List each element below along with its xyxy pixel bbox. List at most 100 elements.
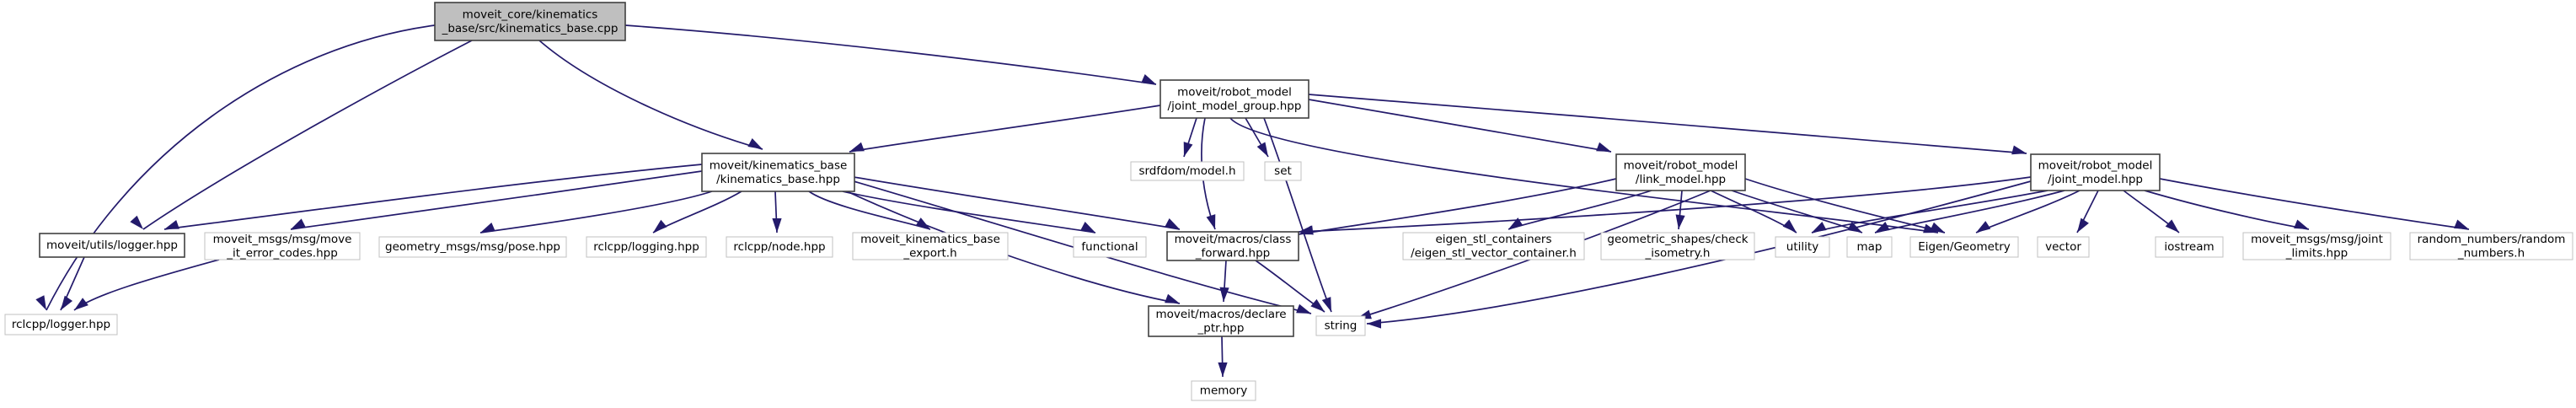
node-box[interactable] [1264, 161, 1302, 181]
node-box[interactable] [2409, 232, 2573, 260]
node-label: memory [1200, 384, 1247, 398]
node-box[interactable] [1148, 305, 1294, 337]
node-label: srdfdom/model.h [1138, 164, 1235, 178]
node-box[interactable] [2037, 236, 2090, 258]
node-label: _it_error_codes.hpp [226, 246, 338, 260]
node-box[interactable] [1191, 380, 1256, 401]
node-jointlimits[interactable]: moveit_msgs/msg/joint_limits.hpp [2242, 232, 2391, 260]
node-box[interactable] [378, 236, 567, 258]
arrow-head-icon [1206, 214, 1216, 229]
node-box[interactable] [2030, 153, 2161, 191]
arrow-head-icon [1321, 297, 1331, 312]
node-label: _ptr.hpp [1197, 321, 1245, 335]
node-box[interactable] [701, 153, 855, 192]
node-label: iostream [2164, 240, 2214, 254]
node-box[interactable] [1166, 231, 1299, 261]
node-mlogger[interactable]: moveit/utils/logger.hpp [39, 233, 185, 258]
node-box[interactable] [204, 232, 361, 260]
node-label: geometric_shapes/check [1607, 233, 1748, 246]
node-label: moveit/macros/class [1175, 233, 1292, 246]
node-label: moveit/robot_model [1177, 85, 1292, 99]
node-box[interactable] [1402, 232, 1585, 260]
node-box[interactable] [586, 236, 707, 258]
arrow-head-icon [61, 295, 73, 310]
node-box[interactable] [1615, 153, 1746, 191]
edge-jmg-to-eigengeom [1229, 117, 1939, 234]
node-rclcpplogger[interactable]: rclcpp/logger.hpp [4, 314, 118, 336]
node-box[interactable] [1600, 232, 1755, 260]
node-box[interactable] [1073, 236, 1147, 258]
node-kbase[interactable]: moveit/kinematics_base/kinematics_base.h… [701, 153, 855, 192]
node-label: rclcpp/logger.hpp [12, 318, 110, 331]
node-checkisometry[interactable]: geometric_shapes/check_isometry.h [1600, 232, 1755, 260]
arrow-head-icon [2294, 219, 2309, 229]
node-eigengeom[interactable]: Eigen/Geometry [1909, 236, 2019, 258]
node-label: /joint_model.hpp [2048, 173, 2143, 186]
node-label: moveit/kinematics_base [710, 158, 848, 172]
node-rclcppnode[interactable]: rclcpp/node.hpp [726, 236, 833, 258]
node-eigenstl[interactable]: eigen_stl_containers/eigen_stl_vector_co… [1402, 232, 1585, 260]
arrow-head-icon [1675, 214, 1685, 229]
node-string[interactable]: string [1315, 315, 1366, 336]
node-label: moveit_msgs/msg/move [213, 233, 352, 246]
edge-jointmodel-to-eigengeom [1975, 190, 2081, 234]
node-box[interactable] [2242, 232, 2391, 260]
edge-kbase-to-pose [479, 191, 713, 234]
node-vector[interactable]: vector [2037, 236, 2090, 258]
node-box[interactable] [1159, 79, 1309, 119]
node-box[interactable] [1846, 236, 1893, 258]
arrow-head-icon [291, 218, 306, 229]
arrow-head-icon [1310, 298, 1325, 312]
node-box[interactable] [852, 232, 1009, 260]
node-box[interactable] [434, 2, 626, 41]
node-classforward[interactable]: moveit/macros/class_forward.hpp [1166, 231, 1299, 261]
edges-layer [35, 24, 2470, 378]
node-utility[interactable]: utility [1775, 236, 1830, 258]
node-label: moveit_msgs/msg/joint [2251, 233, 2383, 246]
node-box[interactable] [1909, 236, 2019, 258]
edge-linkmodel-to-eigengeom [1744, 178, 1946, 234]
node-label: utility [1786, 240, 1818, 254]
arrow-head-icon [35, 295, 46, 310]
node-box[interactable] [726, 236, 833, 258]
node-label: /link_model.hpp [1636, 173, 1726, 186]
node-box[interactable] [39, 233, 185, 258]
node-kbexport[interactable]: moveit_kinematics_base_export.h [852, 232, 1009, 260]
node-declareptr[interactable]: moveit/macros/declare_ptr.hpp [1148, 305, 1294, 337]
arrow-head-icon [480, 223, 495, 233]
arrow-head-icon [772, 218, 782, 233]
arrow-head-icon [1080, 222, 1095, 233]
node-root[interactable]: moveit_core/kinematics_base/src/kinemati… [434, 2, 626, 41]
arrow-head-icon [1299, 225, 1314, 235]
node-label: _export.h [902, 246, 956, 260]
node-randomnumbers[interactable]: random_numbers/random_numbers.h [2409, 232, 2573, 260]
node-box[interactable] [4, 314, 118, 336]
node-box[interactable] [1130, 161, 1245, 181]
node-memory[interactable]: memory [1191, 380, 1256, 401]
node-label: geometry_msgs/msg/pose.hpp [385, 240, 560, 254]
node-srdfdom[interactable]: srdfdom/model.h [1130, 161, 1245, 181]
arrow-head-icon [2454, 219, 2469, 229]
edge-jointmodel-to-string [1366, 180, 2032, 325]
node-iostream[interactable]: iostream [2155, 236, 2224, 258]
node-box[interactable] [2155, 236, 2224, 258]
node-jmg[interactable]: moveit/robot_model/joint_model_group.hpp [1159, 79, 1309, 119]
node-jointmodel[interactable]: moveit/robot_model/joint_model.hpp [2030, 153, 2161, 191]
node-linkmodel[interactable]: moveit/robot_model/link_model.hpp [1615, 153, 1746, 191]
arrow-head-icon [1141, 74, 1156, 84]
node-functional[interactable]: functional [1073, 236, 1147, 258]
arrow-head-icon [74, 298, 88, 310]
node-map[interactable]: map [1846, 236, 1893, 258]
node-pose[interactable]: geometry_msgs/msg/pose.hpp [378, 236, 567, 258]
node-errorcodes[interactable]: moveit_msgs/msg/move_it_error_codes.hpp [204, 232, 361, 260]
arrow-head-icon [1367, 319, 1381, 329]
node-set[interactable]: set [1264, 161, 1302, 181]
node-box[interactable] [1775, 236, 1830, 258]
node-box[interactable] [1315, 315, 1366, 336]
node-rclcpplogging[interactable]: rclcpp/logging.hpp [586, 236, 707, 258]
node-label: random_numbers/random [2418, 233, 2566, 246]
node-label: _isometry.h [1644, 246, 1710, 260]
arrow-head-icon [130, 215, 143, 229]
node-label: eigen_stl_containers [1435, 233, 1551, 246]
node-label: vector [2045, 240, 2081, 254]
